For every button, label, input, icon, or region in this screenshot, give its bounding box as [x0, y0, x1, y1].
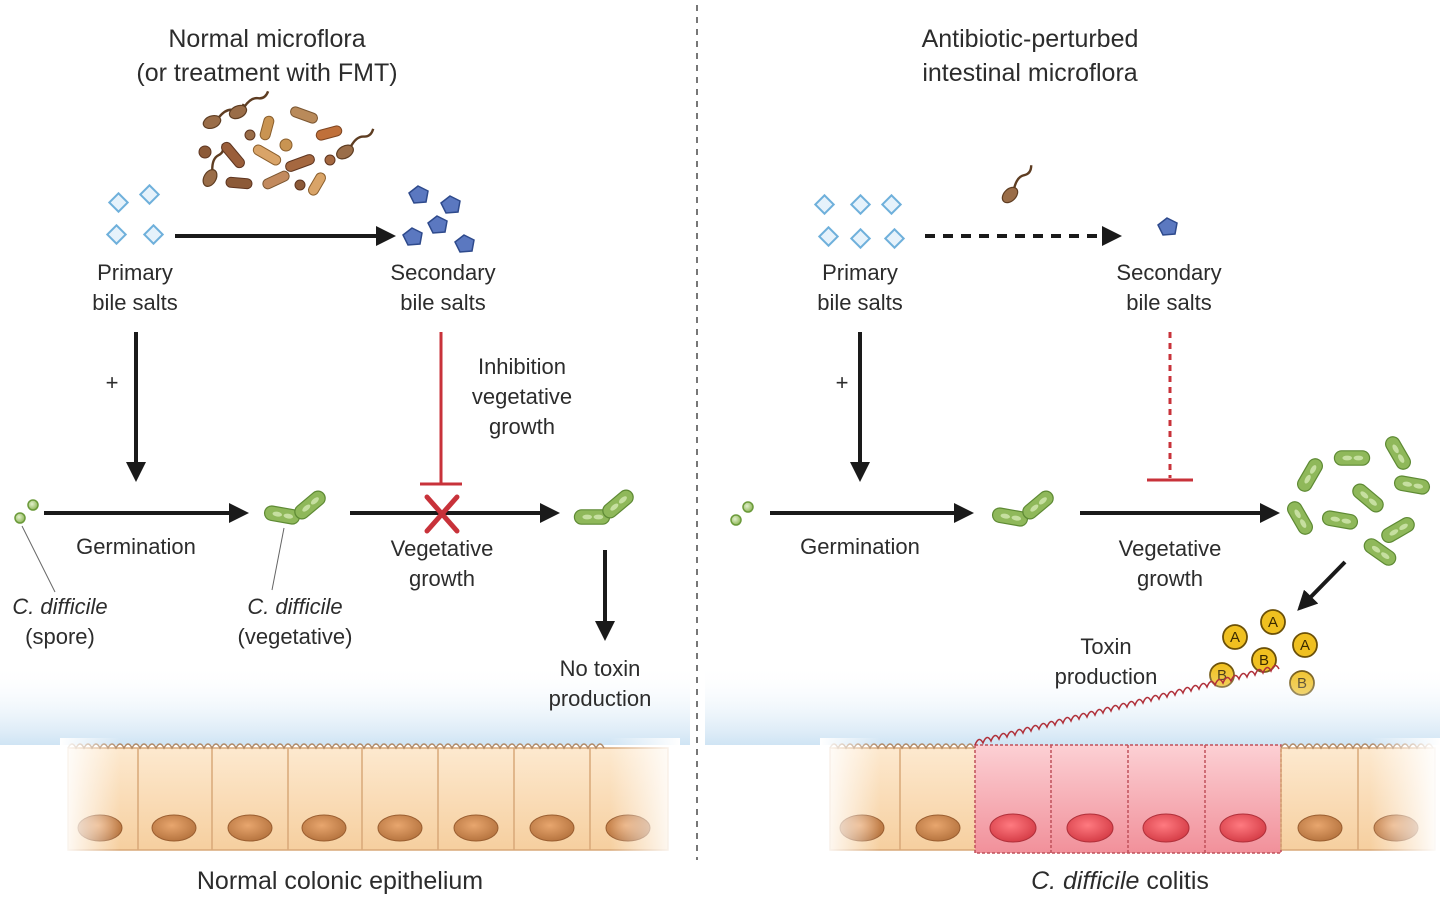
spore-icon: [730, 501, 754, 526]
svg-text:A: A: [1230, 629, 1240, 646]
right-title-line1: Antibiotic-perturbed: [921, 25, 1139, 53]
primary-line2: bile salts: [92, 290, 178, 315]
secondary-bile-salts-icon: [1157, 217, 1178, 236]
vegetative-cell-icon: [990, 487, 1057, 528]
toxin-line2: production: [1054, 664, 1158, 689]
vegetative-line2: growth: [408, 566, 476, 591]
normal-epithelium-label: Normal colonic epithelium: [196, 867, 484, 895]
proliferating-cells-icon: [1284, 433, 1432, 569]
vegetative-cell-icon: [262, 487, 329, 526]
veg-cell-line1: C. difficile: [247, 594, 343, 619]
left-title-line2: (or treatment with FMT): [136, 59, 398, 87]
vegetative-cell-icon: [573, 486, 637, 525]
veg-cell-line2: (vegetative): [237, 624, 353, 649]
svg-text:A: A: [1268, 614, 1278, 631]
toxin-a-icon: A: [1260, 609, 1286, 635]
primary-line1: Primary: [822, 260, 898, 285]
microflora-cluster-icon: [198, 90, 381, 196]
plus-sign: +: [105, 370, 119, 395]
colitis-epithelium-label: C. difficile colitis: [940, 866, 1300, 896]
inhibition-line3: growth: [488, 414, 556, 439]
spore-pointer: [21, 525, 56, 593]
primary-bile-salts-icon: [813, 193, 906, 250]
colitis-label-rest: colitis: [1139, 867, 1209, 895]
inhibition-line1: Inhibition: [477, 354, 567, 379]
vegetative-growth-label: Vegetative growth: [372, 534, 512, 594]
toxin-a-icon: A: [1292, 632, 1318, 658]
spore-icon: [14, 499, 39, 524]
primary-line2: bile salts: [817, 290, 903, 315]
primary-line1: Primary: [97, 260, 173, 285]
left-panel-title: Normal microflora (or treatment with FMT…: [87, 22, 447, 90]
right-title-line2: intestinal microflora: [922, 59, 1138, 87]
secondary-line2: bile salts: [400, 290, 486, 315]
vegetative-pointer: [271, 527, 285, 591]
svg-text:A: A: [1300, 637, 1310, 654]
vegetative-line1: Vegetative: [390, 536, 494, 561]
no-toxin-line2: production: [548, 686, 652, 711]
spore-line1: C. difficile: [12, 594, 108, 619]
primary-bile-salts-label: Primary bile salts: [60, 258, 210, 318]
left-title-line1: Normal microflora: [168, 25, 366, 53]
inhibition-label: Inhibition vegetative growth: [452, 352, 592, 442]
secondary-line2: bile salts: [1126, 290, 1212, 315]
inhibition-line2: vegetative: [471, 384, 573, 409]
secondary-bile-salts-icon: [402, 185, 475, 253]
colitis-epithelium: [705, 664, 1440, 854]
svg-text:B: B: [1259, 652, 1269, 669]
plus-sign: +: [835, 370, 849, 395]
colitis-label-italic: C. difficile: [1031, 867, 1140, 895]
weak-inhibition-symbol: [1147, 332, 1193, 482]
secondary-bile-salts-label: Secondary bile salts: [1094, 258, 1244, 318]
germination-label: Germination: [76, 534, 196, 559]
vegetative-line1: Vegetative: [1118, 536, 1222, 561]
primary-bile-salts-label: Primary bile salts: [785, 258, 935, 318]
toxin-line1: Toxin: [1080, 634, 1132, 659]
primary-bile-salts-icon: [105, 183, 165, 246]
secondary-bile-salts-label: Secondary bile salts: [368, 258, 518, 318]
vegetative-growth-label: Vegetative growth: [1100, 534, 1240, 594]
no-toxin-line1: No toxin: [559, 656, 641, 681]
secondary-line1: Secondary: [390, 260, 496, 285]
germination-label: Germination: [800, 534, 920, 559]
inhibition-symbol: [420, 332, 462, 486]
no-toxin-label: No toxin production: [530, 654, 670, 714]
blocked-x-icon: [424, 494, 460, 534]
toxin-production-arrow: [1297, 560, 1347, 611]
toxin-a-icon: A: [1222, 624, 1248, 650]
secondary-line1: Secondary: [1116, 260, 1222, 285]
spore-label: C. difficile (spore): [0, 592, 120, 652]
right-panel-title: Antibiotic-perturbed intestinal microflo…: [850, 22, 1210, 90]
normal-epithelium: [0, 665, 690, 854]
vegetative-cell-label: C. difficile (vegetative): [210, 592, 380, 652]
toxin-production-label: Toxin production: [1036, 632, 1176, 692]
spore-line2: (spore): [25, 624, 95, 649]
microflora-single-icon: [998, 164, 1041, 207]
vegetative-line2: growth: [1136, 566, 1204, 591]
